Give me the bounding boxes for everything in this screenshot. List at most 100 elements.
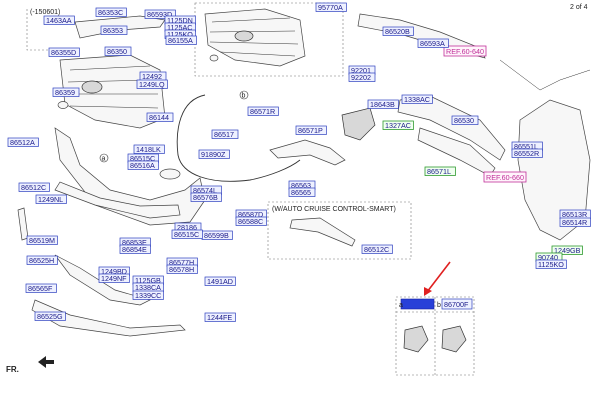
part-label-86144[interactable]: 86144 bbox=[146, 112, 174, 122]
part-label-1327ac[interactable]: 1327AC bbox=[382, 120, 414, 130]
part-label-86359[interactable]: 86359 bbox=[52, 87, 80, 97]
part-label-86517[interactable]: 86517 bbox=[211, 129, 239, 139]
part-label-86512c[interactable]: 86512C bbox=[18, 182, 50, 192]
part-label-92202[interactable]: 92202 bbox=[348, 72, 376, 82]
inset-label-a: a bbox=[399, 302, 403, 309]
part-label-1125ko[interactable]: 1125KO bbox=[535, 259, 567, 269]
part-label-text: 1125KO bbox=[538, 260, 564, 269]
part-label-86854e[interactable]: 86854E bbox=[119, 244, 151, 254]
part-label-86588c[interactable]: 86588C bbox=[235, 216, 267, 226]
part-label-text: 86353 bbox=[103, 26, 123, 35]
part-label-text: 86514R bbox=[562, 218, 587, 227]
part-label-text: 1244FE bbox=[207, 313, 232, 322]
part-label-1249nl[interactable]: 1249NL bbox=[35, 194, 67, 204]
part-label-86565[interactable]: 86565 bbox=[288, 187, 316, 197]
part-label-86514r[interactable]: 86514R bbox=[559, 217, 591, 227]
part-label-86155a[interactable]: 86155A bbox=[165, 35, 197, 45]
part-label-text: 1338AC bbox=[404, 95, 430, 104]
part-label-86571r[interactable]: 86571R bbox=[247, 106, 279, 116]
part-label-86576b[interactable]: 86576B bbox=[190, 192, 222, 202]
part-label-text: 86551L bbox=[514, 142, 538, 151]
part-label-86520b[interactable]: 86520B bbox=[382, 26, 414, 36]
emblem-small-part bbox=[57, 101, 69, 109]
svg-text:REF.60-640: REF.60-640 bbox=[446, 47, 484, 56]
part-label-text: 86577H bbox=[169, 258, 194, 267]
part-label-1249gb[interactable]: 1249GB bbox=[551, 245, 583, 255]
left-grille-part bbox=[59, 54, 166, 129]
part-label-86512c[interactable]: 86512C bbox=[361, 244, 393, 254]
date-code: (-150601) bbox=[30, 9, 60, 16]
part-label-text: 1249NL bbox=[38, 195, 63, 204]
part-label-86525h[interactable]: 86525H bbox=[26, 255, 58, 265]
part-label-text: 86530 bbox=[454, 116, 474, 125]
part-label-text: 1327AC bbox=[385, 121, 411, 130]
page-indicator: 2 of 4 bbox=[570, 4, 588, 11]
part-label-86530[interactable]: 86530 bbox=[451, 115, 479, 125]
part-label-text: 86359 bbox=[55, 88, 75, 97]
part-label-text: 86574L bbox=[193, 186, 217, 195]
part-label-86593d[interactable]: 86593D bbox=[144, 9, 176, 19]
part-label-86355d[interactable]: 86355D bbox=[48, 47, 80, 57]
fog-lamp-part bbox=[159, 168, 181, 180]
highlighted-part-box[interactable] bbox=[400, 298, 435, 310]
inset-code-b: 86700F bbox=[444, 300, 469, 309]
part-label-text: 86512C bbox=[364, 245, 389, 254]
part-label-1249nf[interactable]: 1249NF bbox=[98, 273, 130, 283]
part-label-1339cc[interactable]: 1339CC bbox=[132, 290, 164, 300]
part-label-86571l[interactable]: 86571L bbox=[424, 166, 456, 176]
part-label-86525g[interactable]: 86525G bbox=[34, 311, 66, 321]
part-label-86516a[interactable]: 86516A bbox=[127, 160, 159, 170]
part-label-text: 86587D bbox=[238, 210, 263, 219]
part-label-text: 86571R bbox=[250, 107, 275, 116]
part-label-1244fe[interactable]: 1244FE bbox=[204, 312, 236, 322]
part-label-1463aa[interactable]: 1463AA bbox=[43, 15, 75, 25]
inset-label-b: b bbox=[437, 302, 441, 309]
part-label-text: 1339CC bbox=[135, 291, 161, 300]
part-label-text: 1125DN bbox=[167, 16, 193, 25]
emblem-part bbox=[81, 80, 103, 94]
part-label-1338ac[interactable]: 1338AC bbox=[401, 94, 433, 104]
part-label-1418lk[interactable]: 1418LK bbox=[133, 144, 165, 154]
part-label-text: 18643B bbox=[370, 100, 395, 109]
svg-text:REF.60-660: REF.60-660 bbox=[486, 173, 524, 182]
back-beam-part bbox=[397, 95, 506, 161]
part-label-86593a[interactable]: 86593A bbox=[417, 38, 449, 48]
inset-code-box-b[interactable] bbox=[441, 298, 473, 310]
cruise-cover-part bbox=[289, 217, 356, 247]
part-label-text: 86588C bbox=[238, 217, 263, 226]
part-label-text: 86350 bbox=[107, 47, 127, 56]
part-label-86571p[interactable]: 86571P bbox=[295, 125, 327, 135]
part-label-text: 86355D bbox=[51, 48, 76, 57]
part-label-86565f[interactable]: 86565F bbox=[25, 283, 57, 293]
part-label-86599b[interactable]: 86599B bbox=[201, 230, 233, 240]
part-label-text: 86516A bbox=[130, 161, 155, 170]
part-label-text: 86515C bbox=[130, 154, 155, 163]
part-label-86353[interactable]: 86353 bbox=[100, 25, 128, 35]
reference-box-2[interactable]: REF.60-660 bbox=[483, 171, 527, 183]
part-label-86552r[interactable]: 86552R bbox=[511, 148, 543, 158]
part-label-86350[interactable]: 86350 bbox=[104, 46, 132, 56]
part-label-text: 86552R bbox=[514, 149, 539, 158]
part-label-text: 92202 bbox=[351, 73, 371, 82]
part-label-86578h[interactable]: 86578H bbox=[166, 264, 198, 274]
part-label-text: 86571P bbox=[298, 126, 323, 135]
part-label-91890z[interactable]: 91890Z bbox=[198, 149, 230, 159]
part-label-86512a[interactable]: 86512A bbox=[7, 137, 39, 147]
part-label-18643b[interactable]: 18643B bbox=[367, 99, 399, 109]
red-arrow-head bbox=[424, 287, 432, 296]
reference-box-1[interactable]: REF.60-640 bbox=[443, 45, 487, 57]
part-label-text: 1125GB bbox=[135, 276, 161, 285]
part-label-95770a[interactable]: 95770A bbox=[315, 2, 347, 12]
part-label-text: 95770A bbox=[318, 3, 343, 12]
part-label-1491ad[interactable]: 1491AD bbox=[204, 276, 236, 286]
part-label-86515c[interactable]: 86515C bbox=[171, 229, 203, 239]
part-label-text: 86525H bbox=[29, 256, 54, 265]
part-label-text: 86593D bbox=[147, 10, 172, 19]
part-label-text: 1338CA bbox=[135, 283, 161, 292]
part-label-1249lq[interactable]: 1249LQ bbox=[136, 79, 168, 89]
group-outline-left bbox=[26, 9, 48, 51]
part-label-text: 12492 bbox=[142, 72, 162, 81]
part-label-86353c[interactable]: 86353C bbox=[95, 7, 127, 17]
part-label-86519m[interactable]: 86519M bbox=[26, 235, 58, 245]
